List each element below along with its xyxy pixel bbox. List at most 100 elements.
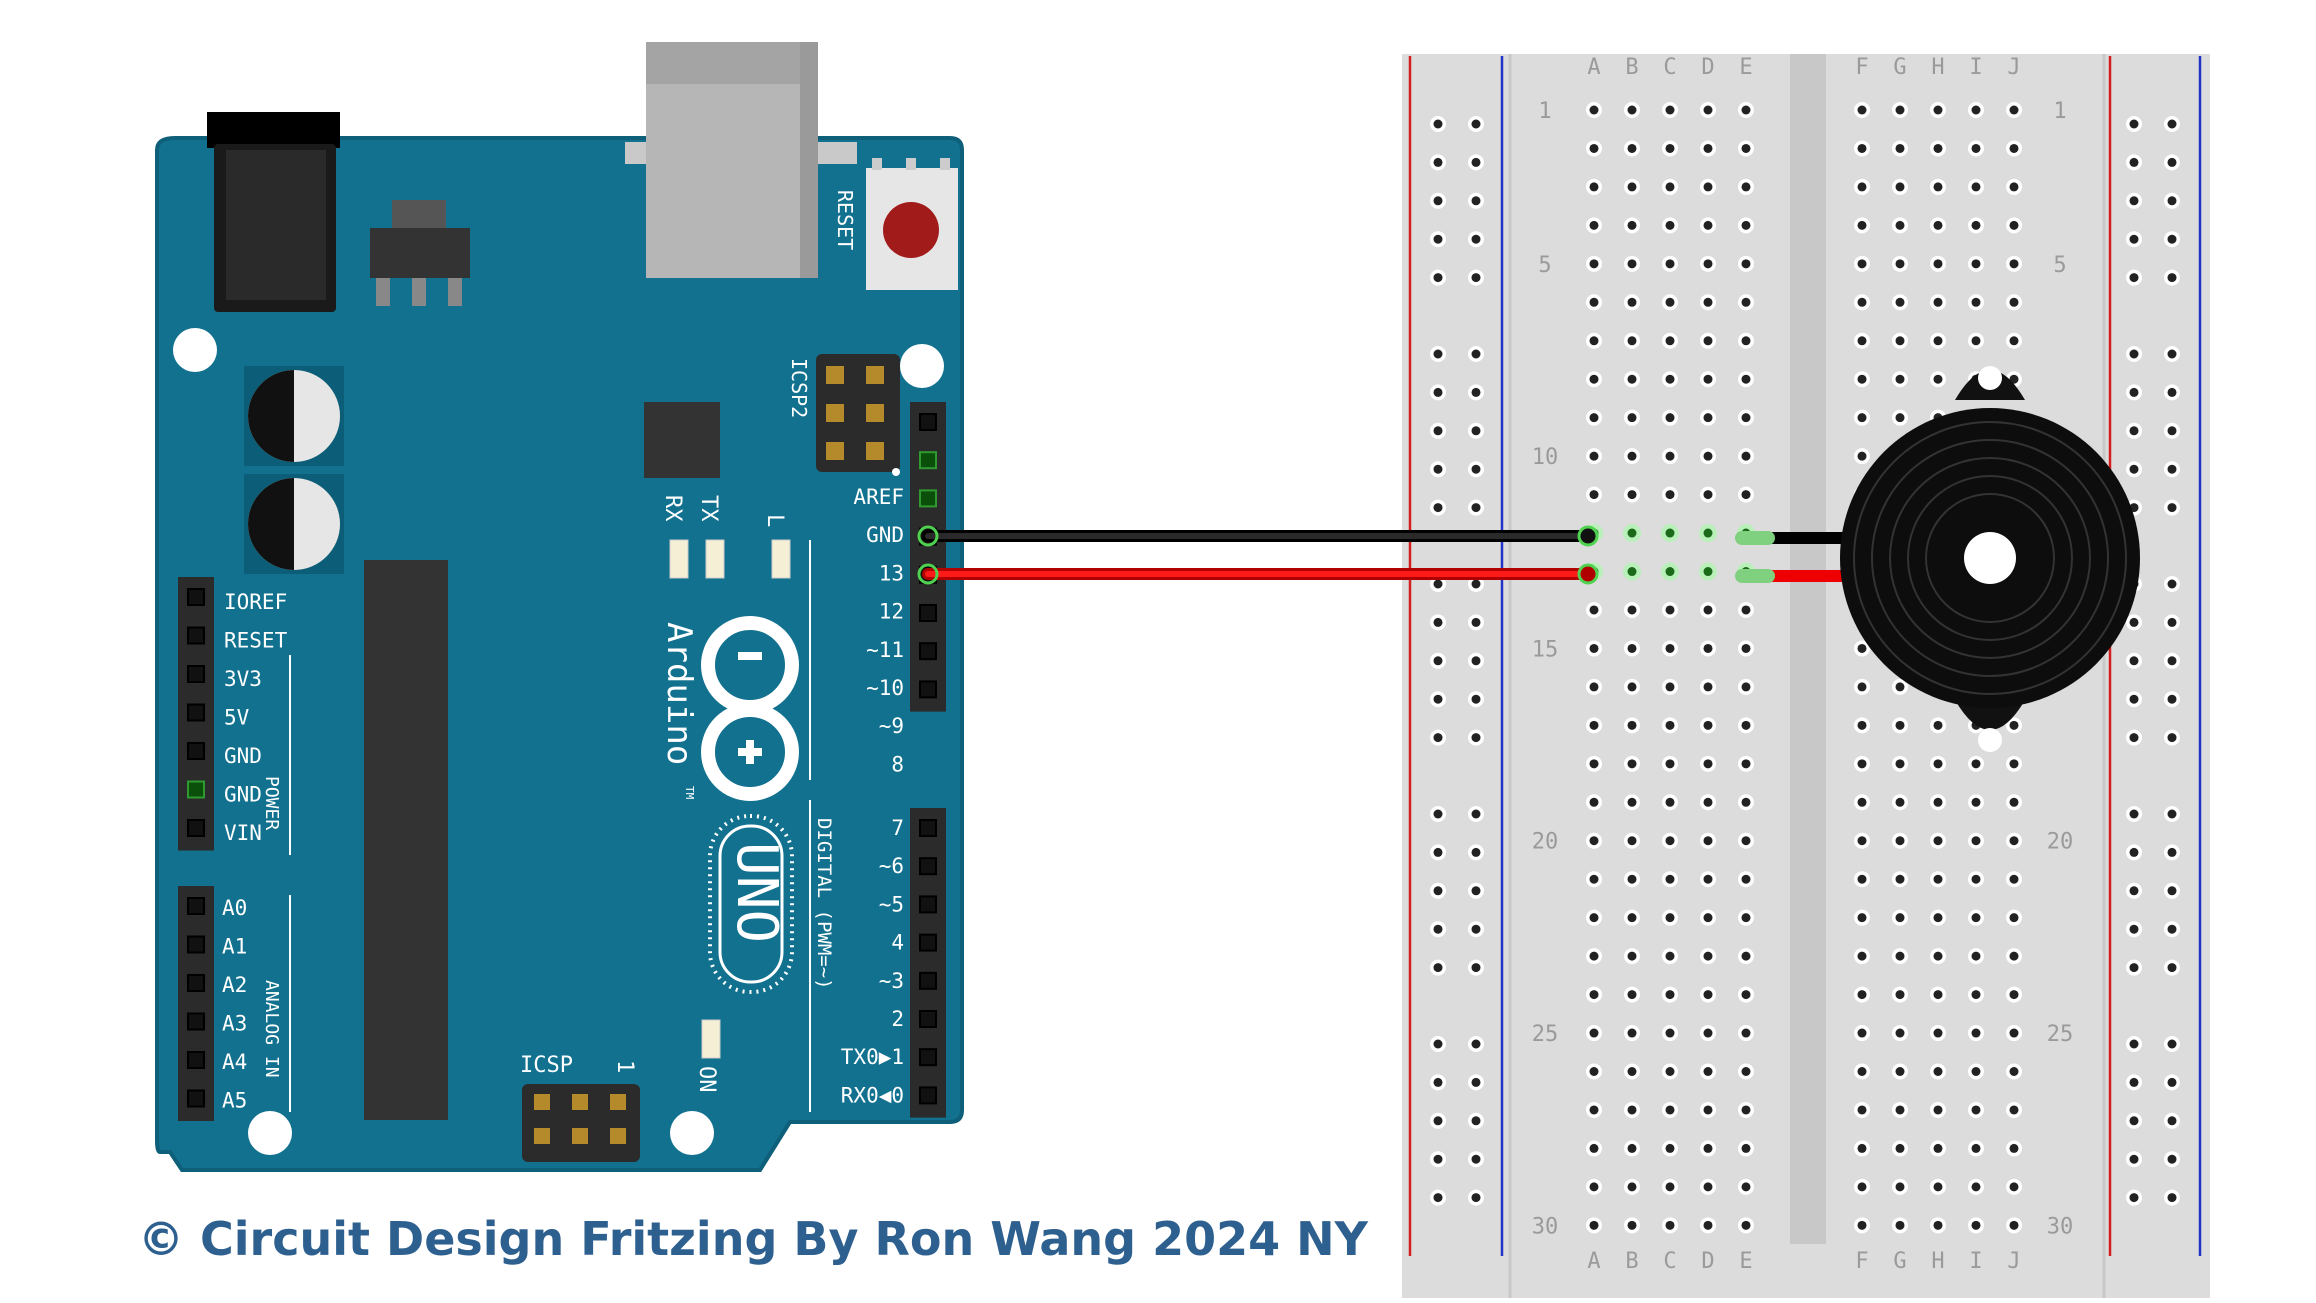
pin-label: RX0◀0: [841, 1083, 904, 1107]
analog-header: [178, 886, 214, 1121]
icsp-label: ICSP: [520, 1053, 573, 1078]
row-number: 20: [1532, 830, 1559, 855]
pin-label: 4: [891, 931, 904, 955]
pin-label: ~6: [879, 854, 904, 878]
header-pin: [919, 451, 937, 470]
on-led: [701, 1019, 721, 1059]
header-pin: [919, 895, 937, 914]
pin-label: RESET: [224, 629, 288, 653]
wire-gnd-black[interactable]: [917, 525, 1599, 547]
capacitor: [244, 474, 344, 574]
row-number: 25: [2047, 1022, 2074, 1047]
column-letter: H: [1931, 55, 1944, 80]
column-letter: G: [1893, 55, 1906, 80]
pin-label: ~9: [879, 714, 904, 738]
board-pcb: [155, 136, 964, 1172]
header-pin: [187, 974, 205, 992]
header-pin: [919, 933, 937, 952]
row-number: 5: [1538, 253, 1551, 278]
arduino-infinity-logo: [701, 616, 799, 801]
mounting-hole: [900, 344, 944, 388]
piezo-buzzer[interactable]: [1735, 366, 2140, 752]
column-letter: J: [2007, 55, 2020, 80]
header-pin: [187, 1012, 205, 1031]
icsp-pin: [534, 1128, 550, 1144]
pin-label: A2: [222, 973, 247, 997]
uno-text: UNO: [724, 842, 789, 943]
dc-power-jack: [207, 112, 340, 312]
column-letter: D: [1701, 55, 1714, 80]
header-pin: [919, 413, 937, 431]
pin-label: ~11: [866, 638, 904, 662]
header-pin: [919, 857, 937, 876]
header-pin: [187, 742, 205, 760]
header-pin: [187, 897, 205, 915]
icsp2-pin: [826, 404, 844, 422]
column-letter: A: [1587, 55, 1600, 80]
icsp2-pin: [866, 366, 884, 384]
on-label: ON: [694, 1066, 719, 1093]
credit-text: © Circuit Design Fritzing By Ron Wang 20…: [138, 1212, 1368, 1266]
column-letter: J: [2007, 1249, 2020, 1274]
pin-label: 12: [879, 600, 904, 624]
row-number: 1: [2053, 99, 2066, 124]
pin-label: 5V: [224, 706, 250, 730]
header-pin: [919, 1086, 937, 1105]
header-pin: [919, 1048, 937, 1067]
reset-button[interactable]: [866, 158, 958, 290]
icsp2-pin: [866, 442, 884, 460]
pin-label: ~10: [866, 676, 904, 700]
pin-label: 8: [891, 752, 904, 776]
header-pin: [919, 642, 937, 661]
icsp-pin: [610, 1128, 626, 1144]
column-letter: E: [1739, 1249, 1752, 1274]
wire-13-red[interactable]: [917, 563, 1599, 585]
power-label: POWER: [261, 776, 282, 830]
digital-header-upper: [910, 402, 946, 712]
reset-label: RESET: [833, 190, 857, 250]
icsp-pin: [572, 1128, 588, 1144]
column-letter: F: [1855, 55, 1868, 80]
column-letter: A: [1587, 1249, 1600, 1274]
usb-controller-chip: [644, 402, 720, 478]
row-number: 10: [1532, 445, 1559, 470]
icsp2-pin: [826, 442, 844, 460]
header-pin: [187, 935, 205, 954]
icsp2-label: ICSP2: [787, 358, 811, 418]
pin-label: GND: [224, 783, 262, 807]
atmega-chip: [364, 560, 448, 1120]
icsp-header: [522, 1084, 640, 1162]
row-number: 20: [2047, 830, 2074, 855]
header-pin: [919, 971, 937, 990]
header-pin: [187, 588, 205, 606]
tx-label: TX: [696, 495, 721, 522]
capacitor: [244, 366, 344, 466]
mounting-hole: [248, 1111, 292, 1155]
mounting-hole: [670, 1111, 714, 1155]
analog-in-label: ANALOG IN: [261, 980, 282, 1078]
mounting-hole: [173, 328, 217, 372]
pin-label: GND: [866, 523, 904, 547]
pin-label: VIN: [224, 821, 262, 845]
column-letter: I: [1969, 1249, 1982, 1274]
header-pin: [919, 604, 937, 622]
header-pin: [187, 819, 205, 837]
icsp2-header: [816, 354, 900, 476]
l-label: L: [762, 514, 787, 527]
icsp2-pin: [866, 404, 884, 422]
header-pin: [919, 1010, 937, 1028]
header-pin: [187, 665, 205, 683]
power-header: [178, 577, 214, 851]
row-number: 25: [1532, 1022, 1559, 1047]
icsp-pin: [610, 1094, 626, 1110]
header-pin: [919, 489, 937, 508]
rx-label: RX: [660, 495, 685, 522]
row-number: 15: [1532, 637, 1559, 662]
column-letter: B: [1625, 55, 1638, 80]
icsp2-pin: [826, 366, 844, 384]
icsp-pin1-label: 1: [612, 1060, 637, 1073]
pin-label: AREF: [853, 485, 904, 509]
column-letter: E: [1739, 55, 1752, 80]
